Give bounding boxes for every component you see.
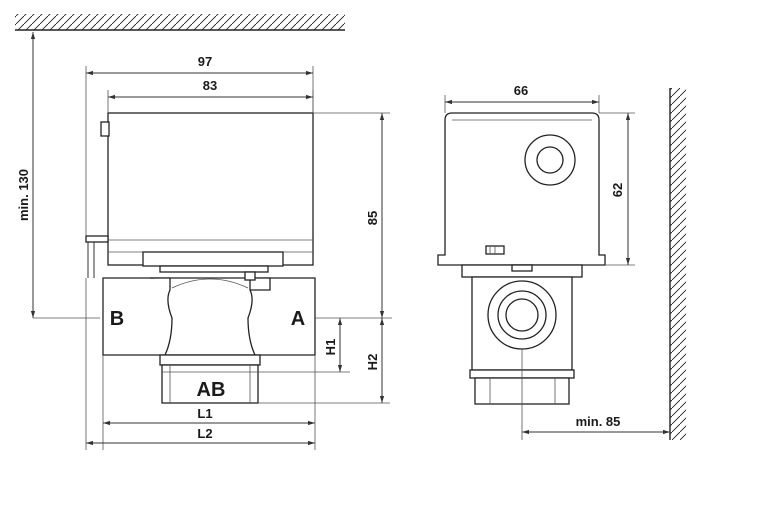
min-top-clearance-dimension: min. 130 (16, 32, 100, 319)
l1-label: L1 (197, 406, 212, 421)
overall-width-label: 97 (198, 54, 212, 69)
side-view (437, 112, 606, 405)
port-ab-fitting (161, 364, 259, 404)
housing-width-dimension: 83 (107, 78, 314, 113)
ceiling-wall (15, 14, 345, 31)
side-width-label: 66 (514, 83, 528, 98)
housing-width-label: 83 (203, 78, 217, 93)
h2-label: H2 (365, 354, 380, 371)
side-width-dimension: 66 (444, 83, 600, 113)
h-dimensions: H1 H2 (258, 317, 392, 404)
port-b-label: B (110, 308, 124, 330)
port-a-label: A (291, 308, 305, 330)
side-wall (669, 88, 686, 440)
housing-height-dimension: 85 (313, 112, 390, 318)
side-actuator-housing (437, 112, 606, 266)
side-housing-height-label: 62 (610, 183, 625, 197)
min-side-clearance-label: min. 85 (576, 414, 621, 429)
l-dimensions: L1 L2 (85, 278, 316, 450)
l2-label: L2 (197, 426, 212, 441)
front-view (85, 112, 316, 404)
h1-label: H1 (323, 339, 338, 356)
overall-width-dimension: 97 (85, 54, 314, 236)
min-side-clearance-dimension: min. 85 (521, 349, 670, 440)
actuator-housing (107, 112, 314, 266)
housing-height-label: 85 (365, 211, 380, 225)
min-top-clearance-label: min. 130 (16, 169, 31, 221)
port-ab-label: AB (197, 379, 226, 401)
side-housing-height-dimension: 62 (599, 112, 635, 266)
